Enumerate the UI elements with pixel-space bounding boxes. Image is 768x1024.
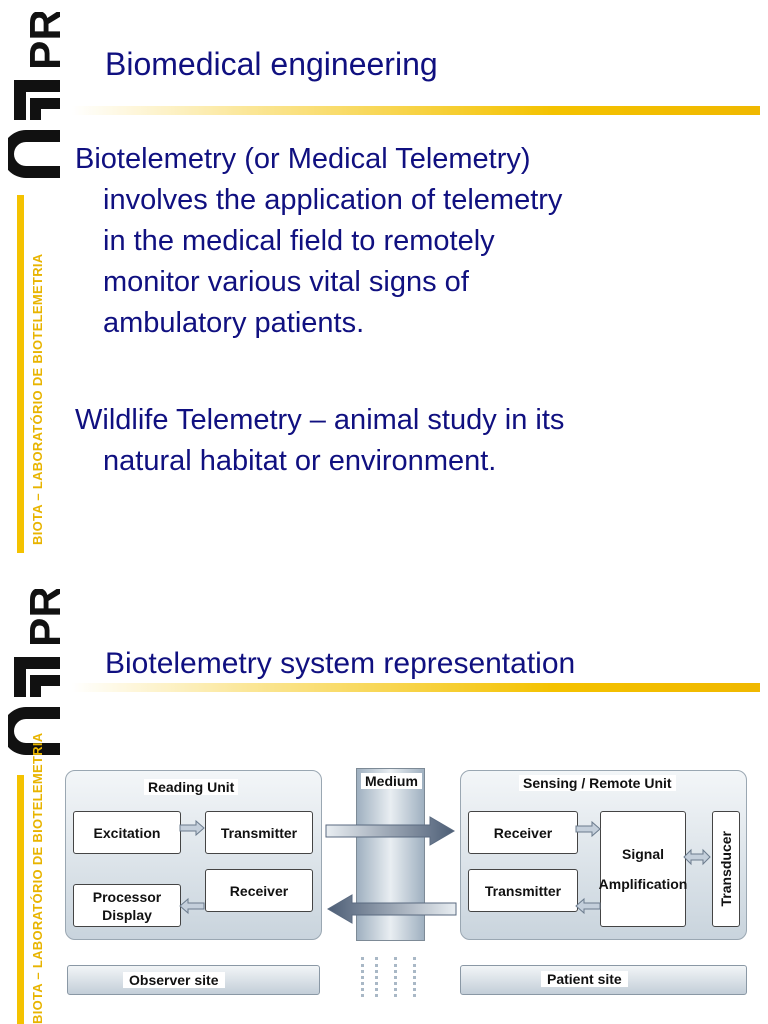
small-arrow bbox=[179, 819, 205, 837]
dotted-line bbox=[361, 957, 367, 997]
small-arrow bbox=[575, 820, 601, 838]
processor-label: Processor bbox=[92, 888, 162, 905]
para-line: ambulatory patients. bbox=[103, 307, 365, 339]
page-title: Biomedical engineering bbox=[105, 46, 438, 82]
title-rule bbox=[72, 683, 760, 692]
observer-site-label: Observer site bbox=[123, 972, 225, 988]
signal-amplification-box: Signal Amplification bbox=[598, 811, 688, 927]
dotted-line bbox=[394, 957, 400, 997]
sensing-receiver-box: Receiver bbox=[468, 811, 578, 854]
utfpr-logo-mark: PR bbox=[2, 586, 70, 755]
small-arrow bbox=[575, 897, 601, 915]
title-rule bbox=[72, 106, 760, 115]
reading-receiver-box: Receiver bbox=[205, 869, 313, 912]
side-accent-bar bbox=[17, 195, 24, 553]
para-line: in the medical field to remotely bbox=[103, 225, 495, 257]
para-line: involves the application of telemetry bbox=[103, 184, 563, 216]
display-label: Display bbox=[102, 906, 152, 923]
side-lab-text: BIOTA – LABORATÓRIO DE BIOTELEMETRIA bbox=[30, 253, 45, 546]
para-line: Biotelemetry (or Medical Telemetry) bbox=[75, 143, 531, 175]
sensing-transmitter-box: Transmitter bbox=[468, 869, 578, 912]
para-line: natural habitat or environment. bbox=[103, 445, 497, 477]
wildlife-paragraph: Wildlife Telemetry – animal study in its… bbox=[75, 400, 725, 482]
patient-site-bar: Patient site bbox=[460, 965, 747, 995]
biotelemetry-paragraph: Biotelemetry (or Medical Telemetry) invo… bbox=[75, 139, 725, 344]
excitation-box: Excitation bbox=[73, 811, 181, 854]
forward-arrow bbox=[325, 816, 455, 846]
amplification-label: Amplification bbox=[598, 876, 688, 892]
dotted-line bbox=[413, 957, 419, 997]
signal-label: Signal bbox=[621, 846, 664, 862]
svg-text:PR: PR bbox=[21, 589, 66, 647]
utfpr-logo: PR bbox=[2, 586, 70, 769]
para-line: monitor various vital signs of bbox=[103, 266, 469, 298]
sensing-unit-label: Sensing / Remote Unit bbox=[519, 775, 676, 791]
utfpr-logo: PR bbox=[2, 9, 70, 192]
medium-label: Medium bbox=[361, 773, 422, 789]
patient-site-label: Patient site bbox=[541, 971, 628, 987]
para-line: Wildlife Telemetry – animal study in its bbox=[75, 404, 565, 436]
transducer-box: Transducer bbox=[712, 811, 740, 927]
small-arrow bbox=[179, 897, 205, 915]
svg-text:PR: PR bbox=[21, 12, 66, 70]
observer-site-bar: Observer site bbox=[67, 965, 320, 995]
dotted-line bbox=[375, 957, 381, 997]
double-arrow bbox=[683, 848, 711, 866]
processor-display-box: Processor Display bbox=[73, 884, 181, 927]
utfpr-logo-mark: PR bbox=[2, 9, 70, 178]
section-title: Biotelemetry system representation bbox=[105, 647, 576, 680]
reading-unit-panel: Reading Unit Excitation Transmitter Proc… bbox=[65, 770, 322, 940]
slide-biotelemetry-system: PR BIOTA – LABORATÓRIO DE BIOTELEMETRIA … bbox=[0, 585, 768, 1024]
diagram-arrows bbox=[179, 816, 711, 924]
return-arrow bbox=[327, 894, 457, 924]
side-accent-bar bbox=[17, 775, 24, 1024]
slide-biomedical-engineering: PR BIOTA – LABORATÓRIO DE BIOTELEMETRIA … bbox=[2, 9, 760, 553]
reading-unit-label: Reading Unit bbox=[144, 779, 239, 795]
reading-transmitter-box: Transmitter bbox=[205, 811, 313, 854]
